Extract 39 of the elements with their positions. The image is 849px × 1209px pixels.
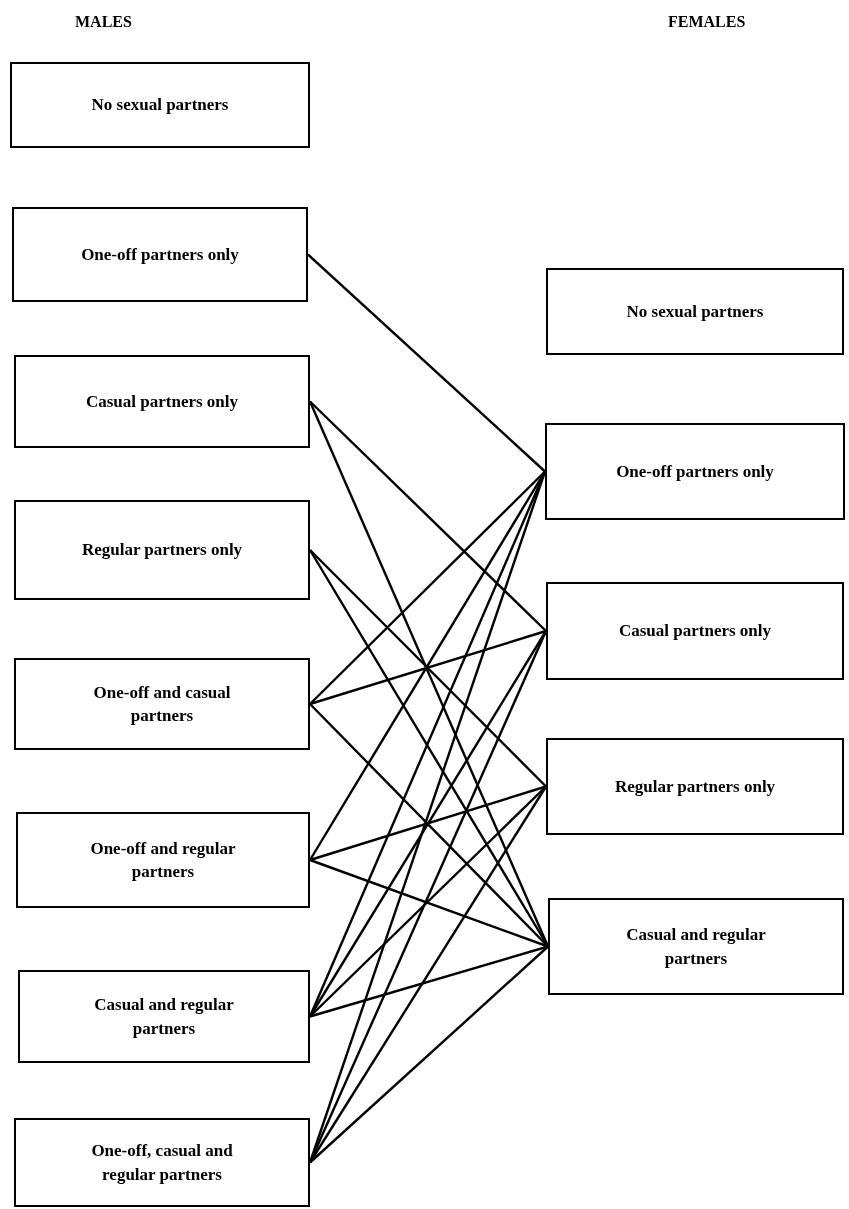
connector-line [309,629,547,706]
category-box [14,500,310,600]
column-heading: FEMALES [668,12,746,32]
connector-line [309,945,549,1164]
category-box [14,355,310,448]
category-box [545,423,845,520]
category-box [14,658,310,750]
category-label: Casual and regular partners [93,994,235,1040]
connector-line [309,785,547,862]
category-box [10,62,310,148]
category-label: Casual partners only [85,390,239,413]
category-label: One-off partners only [81,243,239,266]
category-box [548,898,844,995]
category-label: One-off, casual and regular partners [90,1140,234,1186]
category-label: Regular partners only [614,775,776,798]
category-label: Casual partners only [618,620,772,643]
category-box [546,268,844,355]
category-box [18,970,310,1063]
category-box [546,582,844,680]
connector-line [309,703,549,948]
connector-line [309,858,549,948]
connector-line [309,945,549,1018]
connector-line [309,549,547,788]
category-label: One-off and casual partners [92,681,232,727]
category-label: Casual and regular partners [625,924,767,970]
category-label: No sexual partners [91,94,229,117]
category-box [546,738,844,835]
column-heading: MALES [75,12,132,32]
category-box [12,207,308,302]
category-box [14,1118,310,1207]
category-label: One-off and regular partners [89,837,237,883]
connector-line [309,785,547,1018]
category-label: One-off partners only [616,460,774,483]
category-label: No sexual partners [626,300,764,323]
connector-line [309,470,546,705]
connector-line [307,253,546,473]
category-label: Regular partners only [81,539,243,562]
category-box [16,812,310,908]
connector-line [309,400,547,632]
